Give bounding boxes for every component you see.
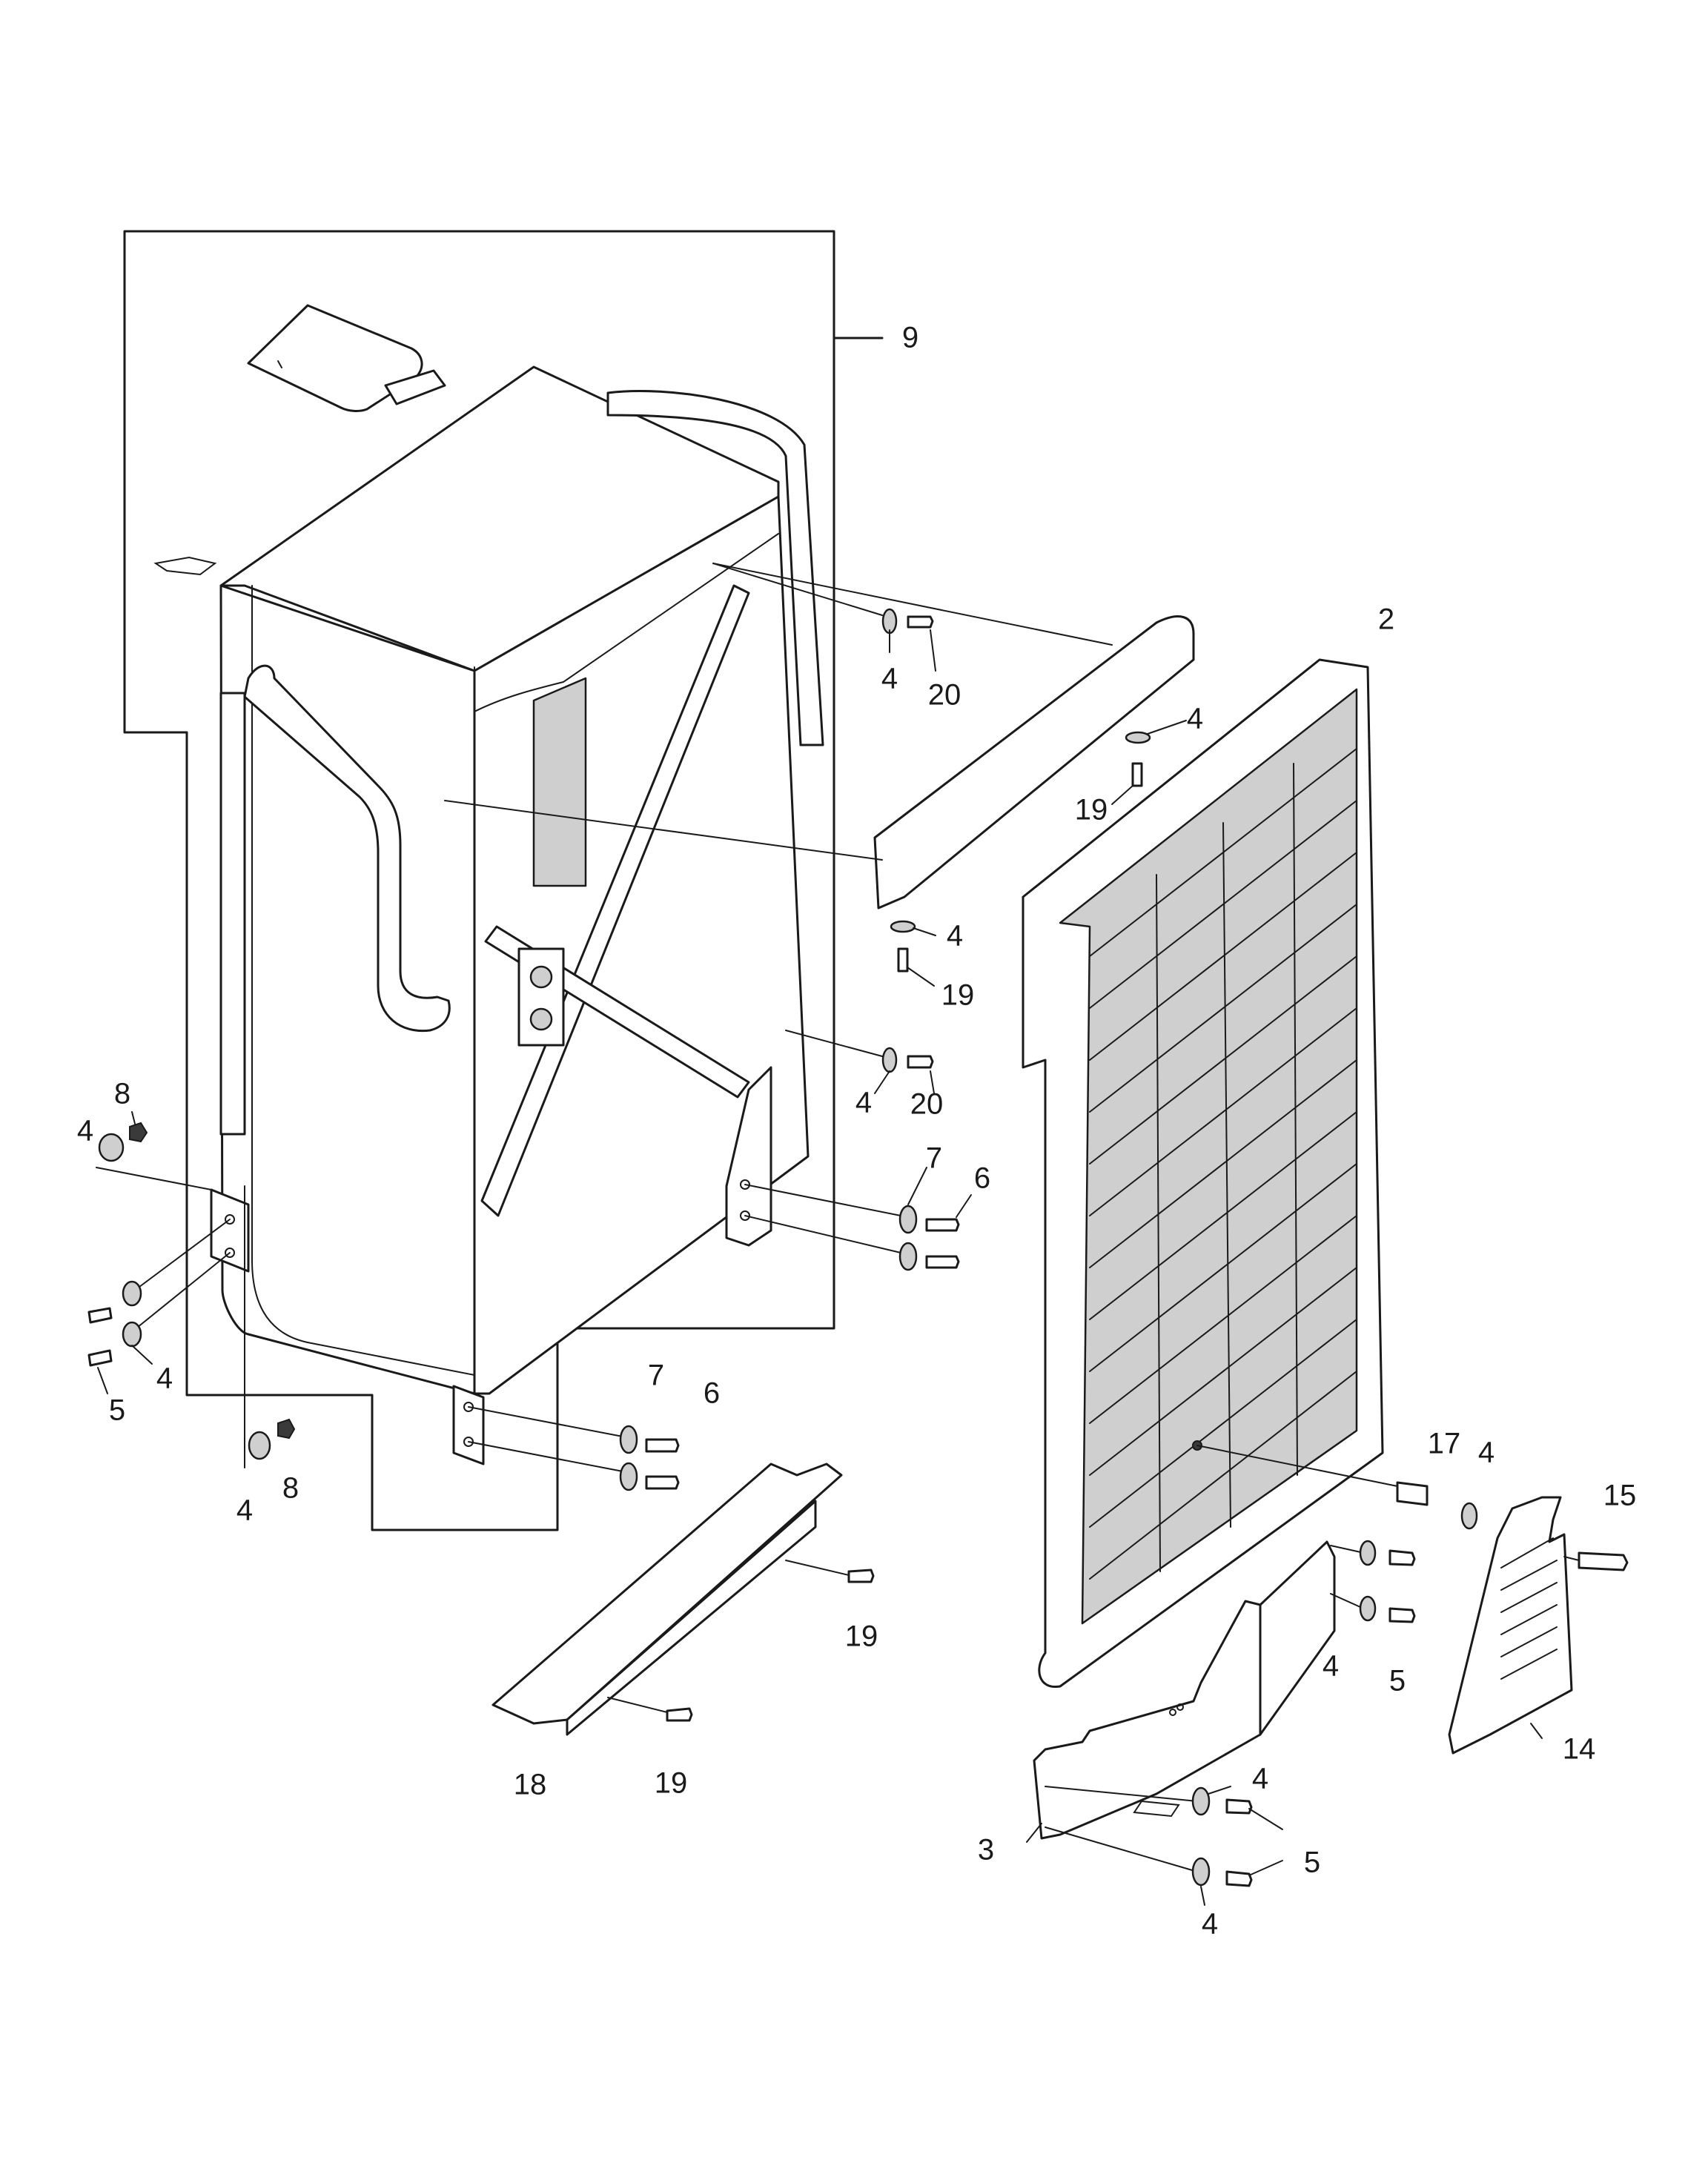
callout-4-left: 4 xyxy=(156,1362,173,1395)
callout-4-bracket-lower: 4 xyxy=(1252,1763,1268,1795)
callout-8-lower: 8 xyxy=(282,1472,299,1505)
top-deflector-plate xyxy=(873,615,1195,910)
callout-5-left: 5 xyxy=(109,1394,125,1427)
callout-15: 15 xyxy=(1603,1480,1637,1512)
side-guard-14 xyxy=(1448,1496,1573,1755)
callout-18: 18 xyxy=(514,1769,547,1801)
callout-19-strip-right: 19 xyxy=(845,1620,878,1653)
callout-4-mid: 4 xyxy=(947,920,963,953)
callout-19-deflector: 19 xyxy=(1075,794,1108,827)
radiator-grille xyxy=(1022,658,1384,1688)
lower-bracket-3 xyxy=(1033,1540,1336,1840)
callout-17: 17 xyxy=(1428,1428,1461,1460)
callout-4-bracket: 4 xyxy=(1323,1650,1339,1683)
callout-4-upper: 4 xyxy=(881,663,898,695)
callout-labels: 9 2 4 20 4 19 4 19 4 20 8 4 7 6 4 5 7 6 … xyxy=(77,322,1636,1941)
callout-6-lower: 6 xyxy=(704,1377,720,1410)
callout-8-upper: 8 xyxy=(114,1078,130,1110)
callout-4-lower: 4 xyxy=(855,1087,872,1119)
callout-4-upper-left: 4 xyxy=(77,1115,93,1147)
callout-3: 3 xyxy=(978,1834,994,1866)
access-cover xyxy=(153,304,446,576)
callout-4-bottom: 4 xyxy=(1202,1908,1218,1941)
callout-4-guard: 4 xyxy=(1478,1437,1494,1469)
callout-20-upper: 20 xyxy=(928,679,961,712)
callout-4-lower-left: 4 xyxy=(236,1494,253,1527)
radiator-shroud xyxy=(210,365,824,1465)
callout-19-strip-left: 19 xyxy=(655,1767,688,1800)
callout-20-lower: 20 xyxy=(910,1088,944,1121)
grille-slats xyxy=(1089,748,1357,1580)
callout-6-right: 6 xyxy=(974,1162,990,1195)
callout-7-right: 7 xyxy=(926,1142,942,1175)
bottom-strip-18 xyxy=(491,1463,843,1736)
callout-7-lower: 7 xyxy=(648,1359,664,1392)
callout-5-bracket: 5 xyxy=(1389,1665,1406,1697)
callout-4-deflector: 4 xyxy=(1187,703,1203,735)
callout-9: 9 xyxy=(902,322,918,354)
callout-2: 2 xyxy=(1378,603,1394,636)
assembly-9-boundary xyxy=(123,230,835,1531)
callout-5-bracket-lower: 5 xyxy=(1304,1846,1320,1879)
fastener-hardware xyxy=(87,563,1629,1906)
callout-14: 14 xyxy=(1563,1733,1596,1766)
callout-19-mid: 19 xyxy=(941,979,975,1012)
